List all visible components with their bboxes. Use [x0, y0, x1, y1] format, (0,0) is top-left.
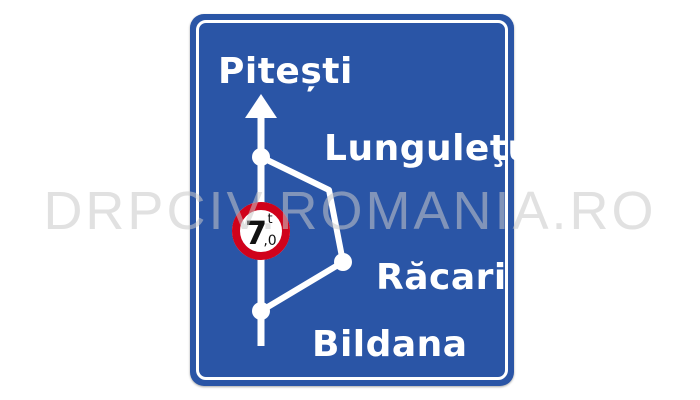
detour-route-line — [259, 154, 346, 314]
weight-limit-sign-icon: 7 t ,0 — [232, 202, 290, 260]
junction-dot-lungulet — [252, 148, 270, 166]
weight-limit-decimal: ,0 — [263, 233, 276, 249]
destination-straight: Pitești — [218, 51, 353, 92]
destination-second-exit: Răcari — [376, 257, 507, 298]
junction-dot-bildana — [252, 302, 270, 320]
destination-first-exit: Lunguleţu — [324, 128, 534, 169]
direction-sign: 7 t ,0 Pitești Lunguleţu Răcari Bildana — [190, 14, 533, 386]
weight-limit-unit: t — [267, 212, 272, 227]
straight-arrow-head-icon — [245, 94, 277, 118]
weight-limit-value: 7 — [245, 214, 267, 252]
route-diagram: 7 t ,0 — [232, 94, 352, 346]
sign-inner-border — [196, 20, 508, 380]
destination-third-exit: Bildana — [312, 324, 468, 365]
junction-dot-racari — [334, 253, 352, 271]
